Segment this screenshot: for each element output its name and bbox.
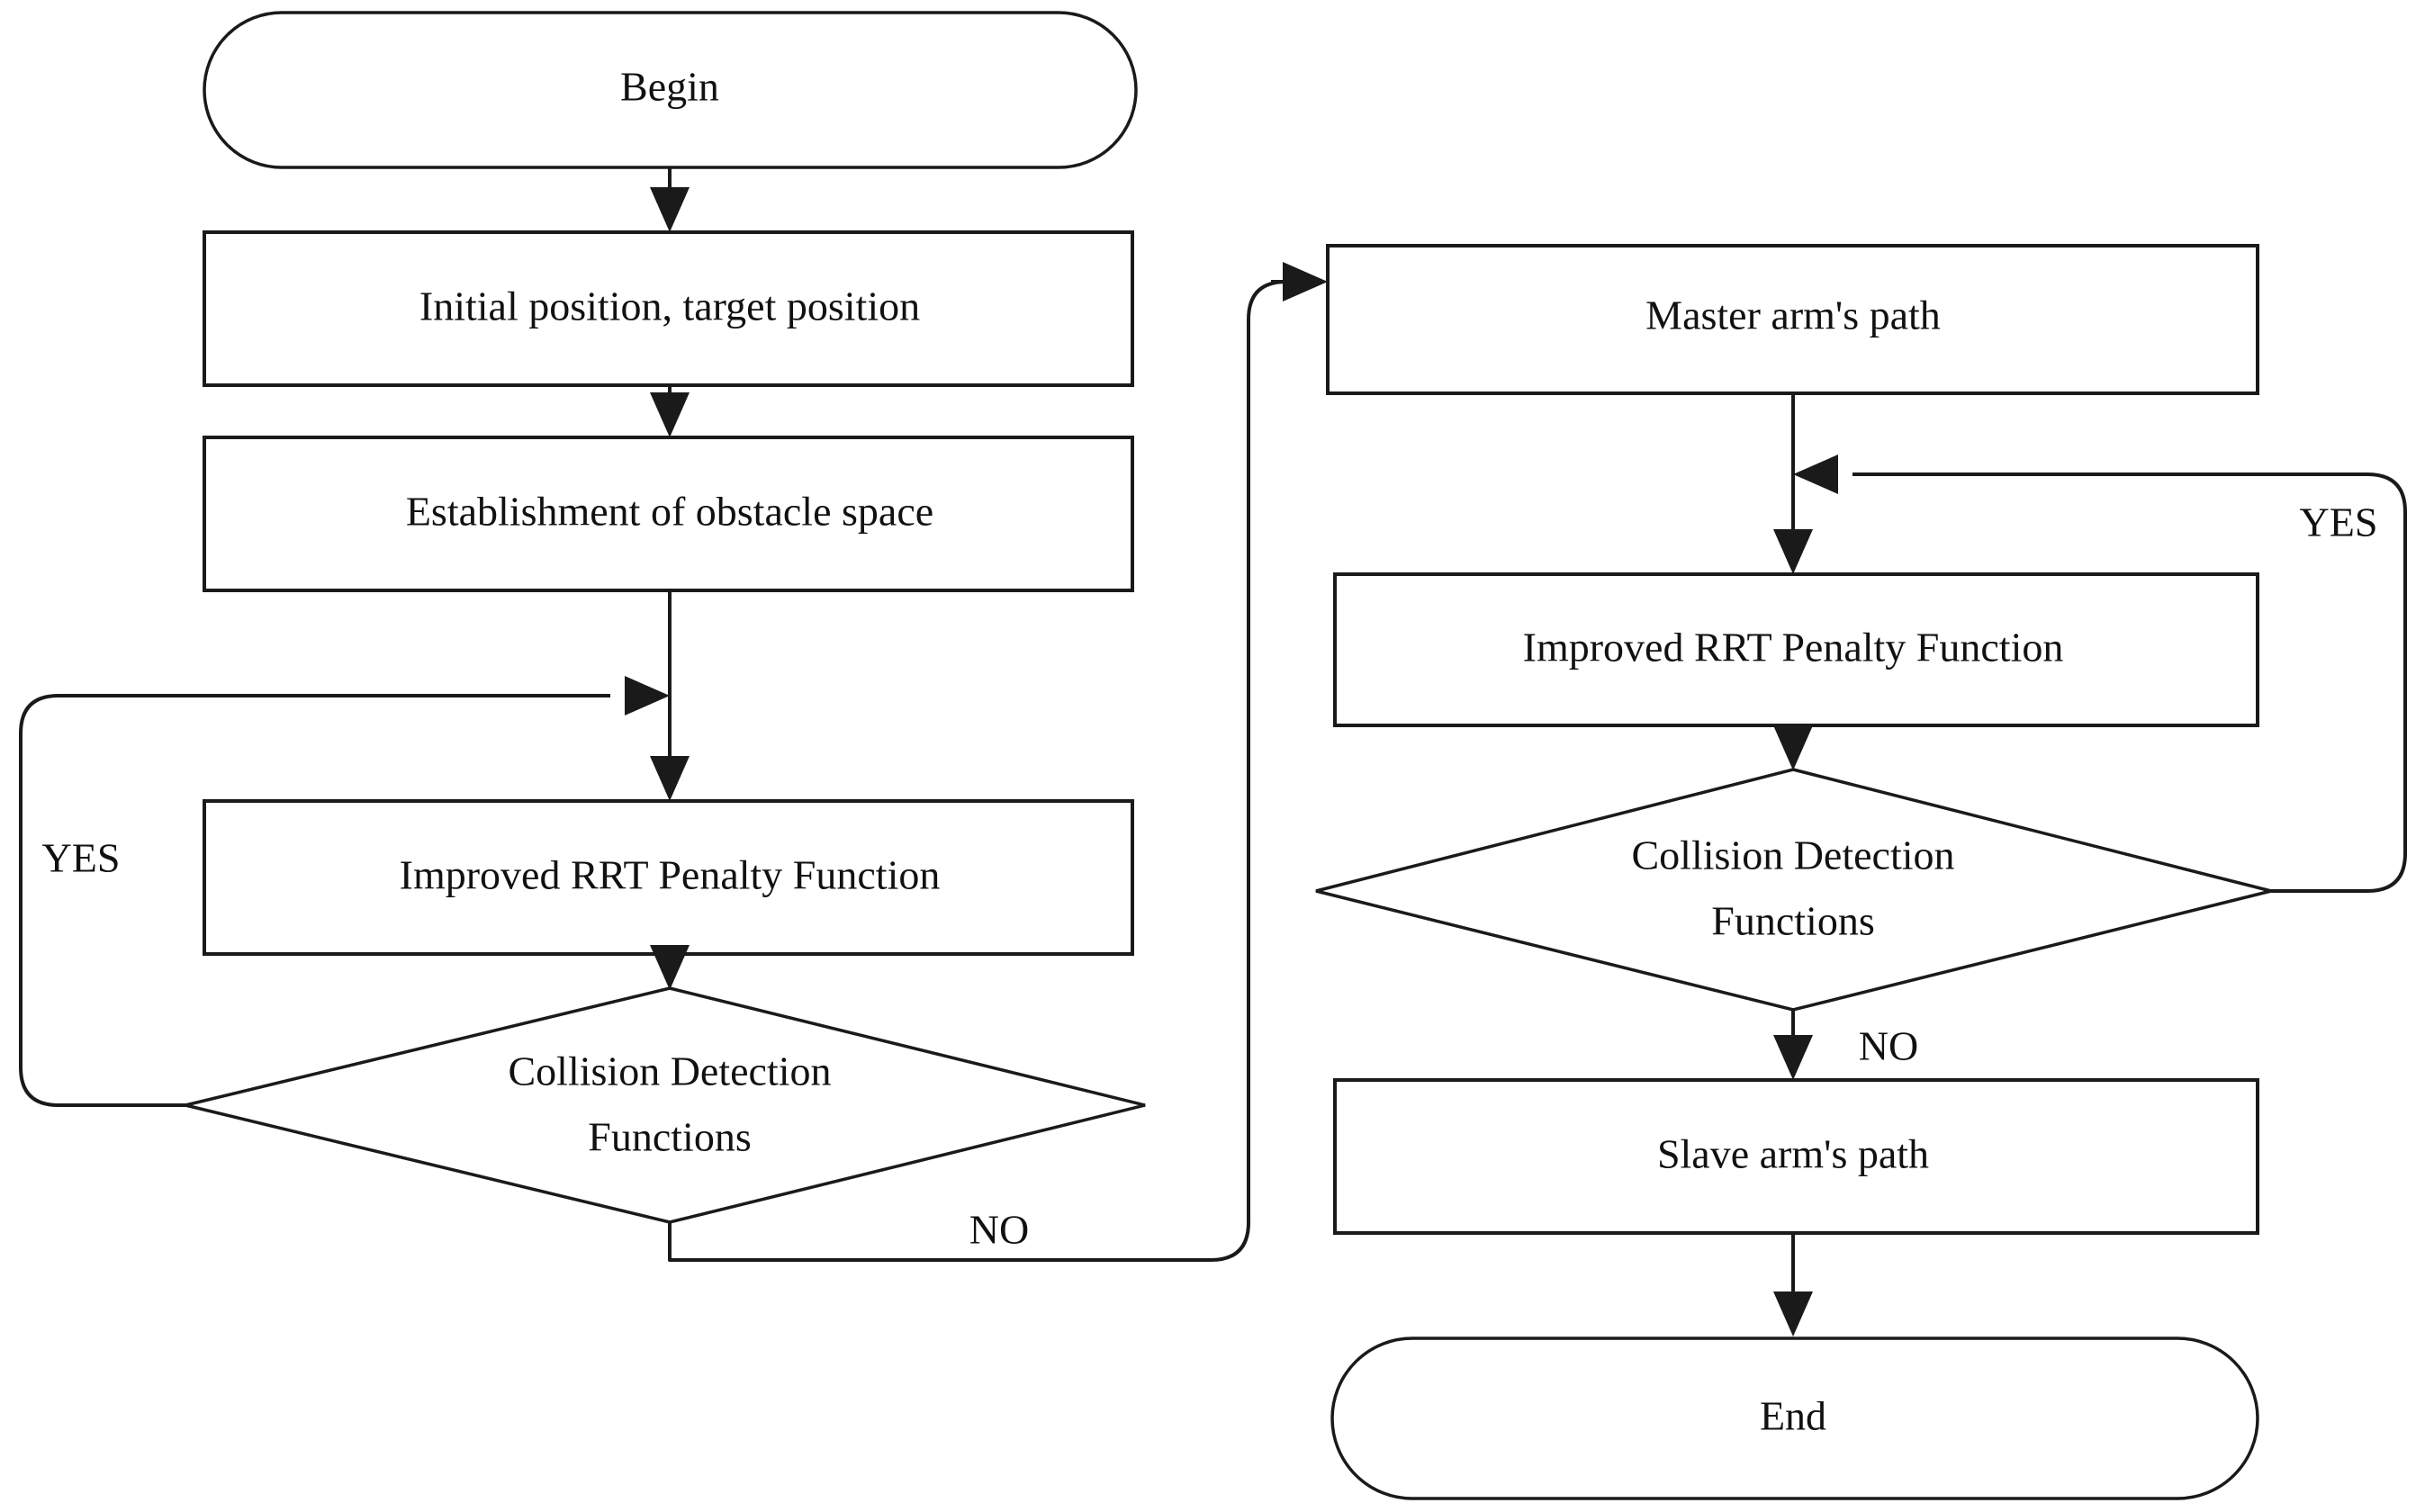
collision-right-label-line1: Collision Detection (1631, 832, 1954, 878)
edge-left-yes-loop: YES (19, 676, 670, 1107)
left-yes-label: YES (42, 835, 121, 881)
master-arm-path-label: Master arm's path (1645, 292, 1941, 338)
node-end: End (1330, 1336, 2259, 1500)
edge-right-no-to-slave: NO (1773, 1010, 1918, 1080)
end-label: End (1760, 1393, 1826, 1439)
arrowhead-down-icon (650, 392, 690, 437)
edge-path (1853, 472, 2407, 893)
arrowhead-left-icon (1793, 454, 1838, 494)
arrowhead-down-icon (650, 187, 690, 232)
arrowhead-down-icon (650, 945, 690, 990)
edge-slave-to-end (1773, 1233, 1813, 1336)
collision-right-label-line2: Functions (1711, 898, 1874, 944)
edge-obstacle-to-rrt-left (650, 590, 690, 801)
node-rrt-left: Improved RRT Penalty Function (203, 799, 1134, 956)
collision-left-label-line2: Functions (588, 1114, 751, 1160)
right-no-label: NO (1859, 1023, 1918, 1069)
end-shape (1330, 1336, 2259, 1500)
edge-left-no-to-master: NO (668, 262, 1328, 1262)
slave-arm-path-shape (1333, 1078, 2259, 1235)
arrowhead-right-icon (1283, 262, 1328, 302)
edge-rrt-left-to-decision (650, 945, 690, 990)
edge-init-to-obstacle (650, 385, 690, 437)
edge-begin-to-init (650, 167, 690, 232)
arrowhead-down-icon (650, 756, 690, 801)
edge-rrt-right-to-decision (1773, 725, 1813, 770)
master-arm-path-shape (1326, 244, 2259, 395)
arrowhead-down-icon (1773, 1035, 1813, 1080)
edge-path (19, 694, 610, 1107)
right-yes-label: YES (2300, 500, 2378, 545)
node-collision-right: Collision Detection Functions (1315, 768, 2272, 1012)
collision-left-shape (185, 986, 1146, 1224)
node-master-arm-path: Master arm's path (1326, 244, 2259, 395)
node-obstacle-space: Establishment of obstacle space (203, 436, 1134, 592)
initial-position-label: Initial position, target position (419, 284, 920, 329)
node-collision-left: Collision Detection Functions (185, 986, 1146, 1224)
rrt-right-label: Improved RRT Penalty Function (1523, 625, 2064, 670)
left-no-label: NO (969, 1207, 1029, 1253)
obstacle-space-label: Establishment of obstacle space (406, 489, 933, 535)
begin-label: Begin (620, 64, 719, 110)
collision-right-shape (1315, 768, 2272, 1012)
slave-arm-path-label: Slave arm's path (1657, 1131, 1929, 1177)
node-slave-arm-path: Slave arm's path (1333, 1078, 2259, 1235)
arrowhead-right-icon (625, 676, 670, 716)
arrowhead-down-icon (1773, 725, 1813, 770)
collision-left-label-line1: Collision Detection (508, 1048, 831, 1094)
arrowhead-down-icon (1773, 1292, 1813, 1336)
node-initial-position: Initial position, target position (203, 230, 1134, 387)
rrt-left-shape (203, 799, 1134, 956)
initial-position-shape (203, 230, 1134, 387)
node-begin: Begin (203, 11, 1138, 169)
edge-path (668, 280, 1288, 1262)
node-rrt-right: Improved RRT Penalty Function (1333, 572, 2259, 727)
edge-master-to-rrt-right (1773, 393, 1813, 574)
edge-right-yes-loop: YES (1793, 454, 2407, 893)
rrt-left-label: Improved RRT Penalty Function (400, 852, 941, 898)
rrt-right-shape (1333, 572, 2259, 727)
arrowhead-down-icon (1773, 529, 1813, 574)
